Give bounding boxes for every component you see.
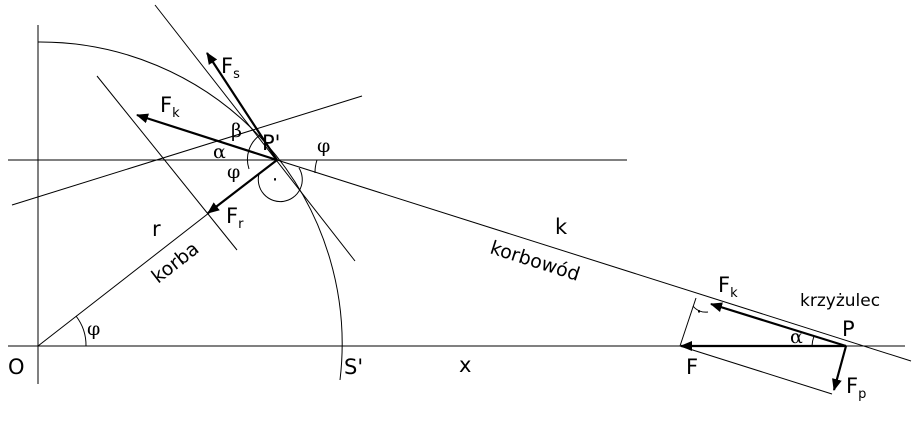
rod-length-label: k: [555, 215, 568, 239]
crosshead-name-label: krzyżulec: [800, 291, 880, 311]
crank-name-label: korba: [148, 238, 204, 288]
right-angle-dot-f: ·: [696, 301, 702, 323]
alpha-angle-label-p: α: [790, 326, 803, 348]
alpha-angle-label-p-prime: α: [213, 141, 226, 163]
point-f-label: F: [686, 355, 698, 379]
point-p-prime-label: P': [262, 131, 280, 155]
force-fs-label: Fs: [221, 54, 240, 82]
phi-angle-label-right: φ: [317, 135, 330, 157]
crank-perpendicular-line: [96, 75, 238, 251]
x-distance-label: x: [459, 353, 471, 377]
point-s-prime-label: S': [344, 355, 363, 379]
phi-angle-arc-p-prime: [314, 159, 318, 174]
phi-angle-arc-origin: [75, 315, 87, 347]
crank-radius-label: r: [152, 217, 161, 241]
connecting-rod-name-label: korbowód: [487, 237, 582, 286]
right-angle-arc-f: [692, 305, 709, 313]
point-p-label: P: [842, 317, 855, 341]
point-o-label: O: [8, 355, 25, 379]
right-angle-dot-p-prime: ·: [272, 169, 278, 191]
tangent-line: [154, 4, 356, 262]
force-fk-bottom-label: Fk: [718, 273, 738, 301]
force-fk-top-vector: [136, 113, 278, 162]
connecting-rod-line: [276, 159, 912, 362]
force-fr-vector: [207, 159, 278, 214]
alpha-angle-arc-p: [811, 335, 815, 347]
force-fr-label: Fr: [226, 204, 244, 232]
phi-angle-label-origin: φ: [87, 318, 100, 340]
force-fk-top-label: Fk: [160, 93, 180, 121]
force-fp-vector: [832, 345, 848, 391]
force-fk-bottom-vector: [710, 302, 847, 348]
beta-angle-label: β: [231, 120, 242, 142]
phi-angle-label-left: φ: [227, 161, 240, 183]
fk-perpendicular-at-f: [679, 297, 697, 347]
fp-construction-line: [679, 345, 833, 395]
force-fp-label: Fp: [846, 374, 866, 402]
rod-perpendicular-line: [11, 95, 363, 206]
right-angle-arc-p-prime: [257, 167, 303, 203]
force-fs-vector: [206, 52, 278, 161]
